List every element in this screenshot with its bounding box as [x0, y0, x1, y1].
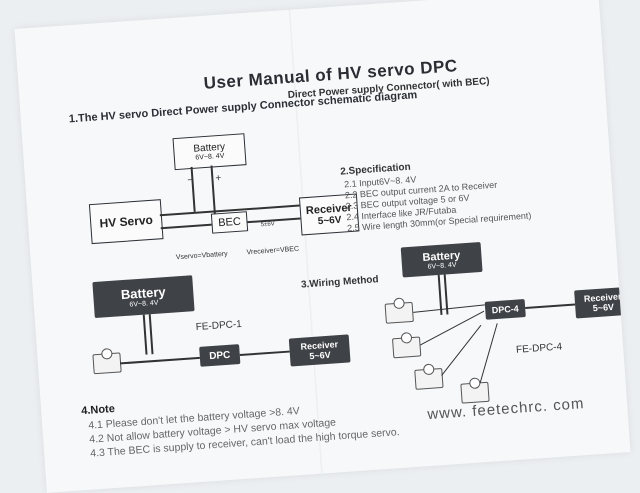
- wiring-left-battery-range: 6V~8. 4V: [129, 299, 159, 309]
- wiring-right-battery-range: 6V~8. 4V: [427, 261, 457, 271]
- schematic-servo-box: HV Servo: [88, 199, 164, 245]
- wiring-left-receiver: Receiver 5~6V: [288, 334, 351, 367]
- wiring-left-wire-servo: [120, 356, 200, 364]
- wiring-right-wire-s2: [420, 310, 485, 346]
- schematic-battery-range: 6V~8. 4V: [195, 152, 225, 162]
- wiring-right-receiver-range: 5~6V: [592, 301, 615, 314]
- schematic-bec-box: BEC: [210, 211, 249, 234]
- schematic-battery-box: Battery 6V~8. 4V: [172, 133, 247, 171]
- schematic-bec-label: BEC: [217, 215, 242, 230]
- wiring-right-dpc-label: DPC-4: [491, 303, 520, 316]
- wiring-right-dpc: DPC-4: [484, 299, 526, 320]
- wiring-left-wire-a: [142, 314, 148, 355]
- wiring-right-wire-rx: [525, 303, 576, 309]
- wiring-left-dpc: DPC: [199, 344, 241, 367]
- wiring-left-model: FE-DPC-1: [195, 318, 243, 334]
- website-url: www. feetechrc. com: [426, 395, 586, 424]
- servo-icon: [384, 301, 414, 324]
- wiring-right-receiver: Receiver 5~6V: [574, 286, 631, 319]
- schematic-formula-right: Vreceiver=VBEC: [246, 245, 300, 257]
- schematic-formula-left: Vservo=Vbattery: [175, 250, 228, 262]
- wiring-right-wire-s3: [441, 324, 482, 377]
- wiring-left-receiver-range: 5~6V: [309, 349, 331, 362]
- schematic-wire-neg: [190, 166, 196, 212]
- schematic-signal-label: 5±6V: [260, 221, 275, 229]
- schematic-servo-label: HV Servo: [99, 212, 154, 231]
- servo-icon: [460, 381, 490, 404]
- wiring-left-battery: Battery 6V~8. 4V: [92, 275, 195, 319]
- section3-heading: 3.Wiring Method: [300, 274, 379, 291]
- schematic-receiver-range: 5~6V: [317, 214, 342, 227]
- wiring-right-wire-s1: [413, 304, 485, 314]
- wiring-left-wire-rx: [239, 350, 290, 356]
- wiring-right-battery: Battery 6V~8. 4V: [400, 241, 483, 278]
- servo-icon: [414, 367, 444, 390]
- section1-heading: 1.The HV servo Direct Power supply Conne…: [68, 89, 418, 126]
- servo-icon: [391, 336, 422, 359]
- schematic-plus: +: [215, 172, 222, 185]
- servo-icon: [92, 352, 122, 375]
- wiring-right-model: FE-DPC-4: [515, 341, 563, 356]
- manual-sheet: User Manual of HV servo DPC Direct Power…: [14, 0, 631, 493]
- wiring-right-wire-s4: [479, 323, 499, 384]
- section4-heading: 4.Note: [80, 402, 116, 418]
- wiring-left-battery-label: Battery: [120, 284, 167, 303]
- wiring-left-dpc-label: DPC: [208, 349, 231, 362]
- wiring-left-wire-b: [148, 314, 154, 355]
